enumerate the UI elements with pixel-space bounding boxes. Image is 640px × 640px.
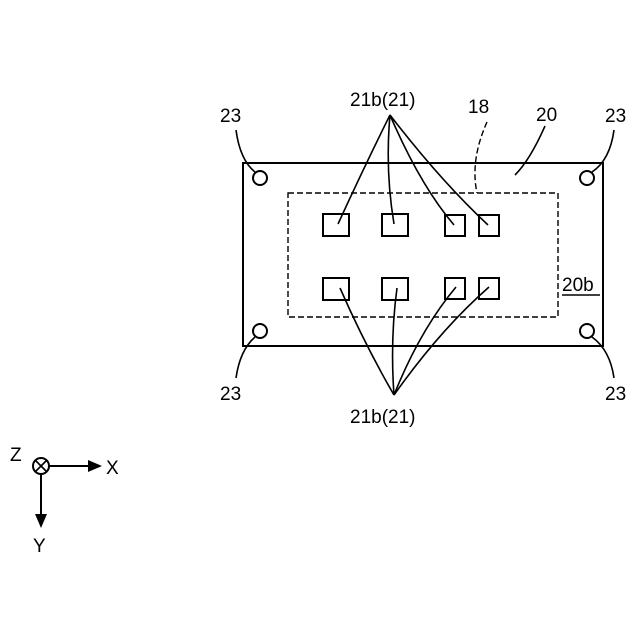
label-board: 20 — [536, 105, 557, 126]
axis-label-y: Y — [33, 536, 46, 557]
axis-label-x: X — [106, 458, 119, 479]
label-surface: 20b — [562, 275, 594, 296]
y-arrowhead-icon — [35, 514, 47, 528]
leader-23-bottom-left — [236, 337, 255, 378]
label-region: 18 — [468, 97, 489, 118]
leader-23-top-left — [236, 130, 255, 172]
hole-bottom-left — [253, 324, 267, 338]
board-outline — [243, 163, 603, 346]
hole-bottom-right — [580, 324, 594, 338]
dashed-region — [288, 193, 558, 317]
hole-top-right — [580, 171, 594, 185]
label-pad-bottom: 21b(21) — [350, 407, 416, 428]
pad-bottom-4 — [479, 278, 499, 299]
label-pad-top: 21b(21) — [350, 90, 416, 111]
leader-20 — [515, 126, 545, 175]
pad-top-4 — [479, 215, 499, 236]
leader-lines-top — [338, 115, 488, 225]
axes-indicator: Z X Y — [10, 445, 119, 557]
axis-label-z: Z — [10, 445, 22, 466]
label-hole-top-right: 23 — [605, 106, 626, 127]
label-hole-top-left: 23 — [220, 106, 241, 127]
pad-bottom-1 — [323, 278, 349, 300]
label-hole-bottom-right: 23 — [605, 384, 626, 405]
leader-18 — [475, 122, 487, 193]
hole-top-left — [253, 171, 267, 185]
pad-top-2 — [382, 214, 408, 236]
pad-bottom-2 — [382, 278, 408, 300]
x-arrowhead-icon — [88, 460, 102, 472]
pad-top-1 — [323, 214, 349, 236]
label-hole-bottom-left: 23 — [220, 384, 241, 405]
leader-lines-bottom — [340, 287, 489, 395]
